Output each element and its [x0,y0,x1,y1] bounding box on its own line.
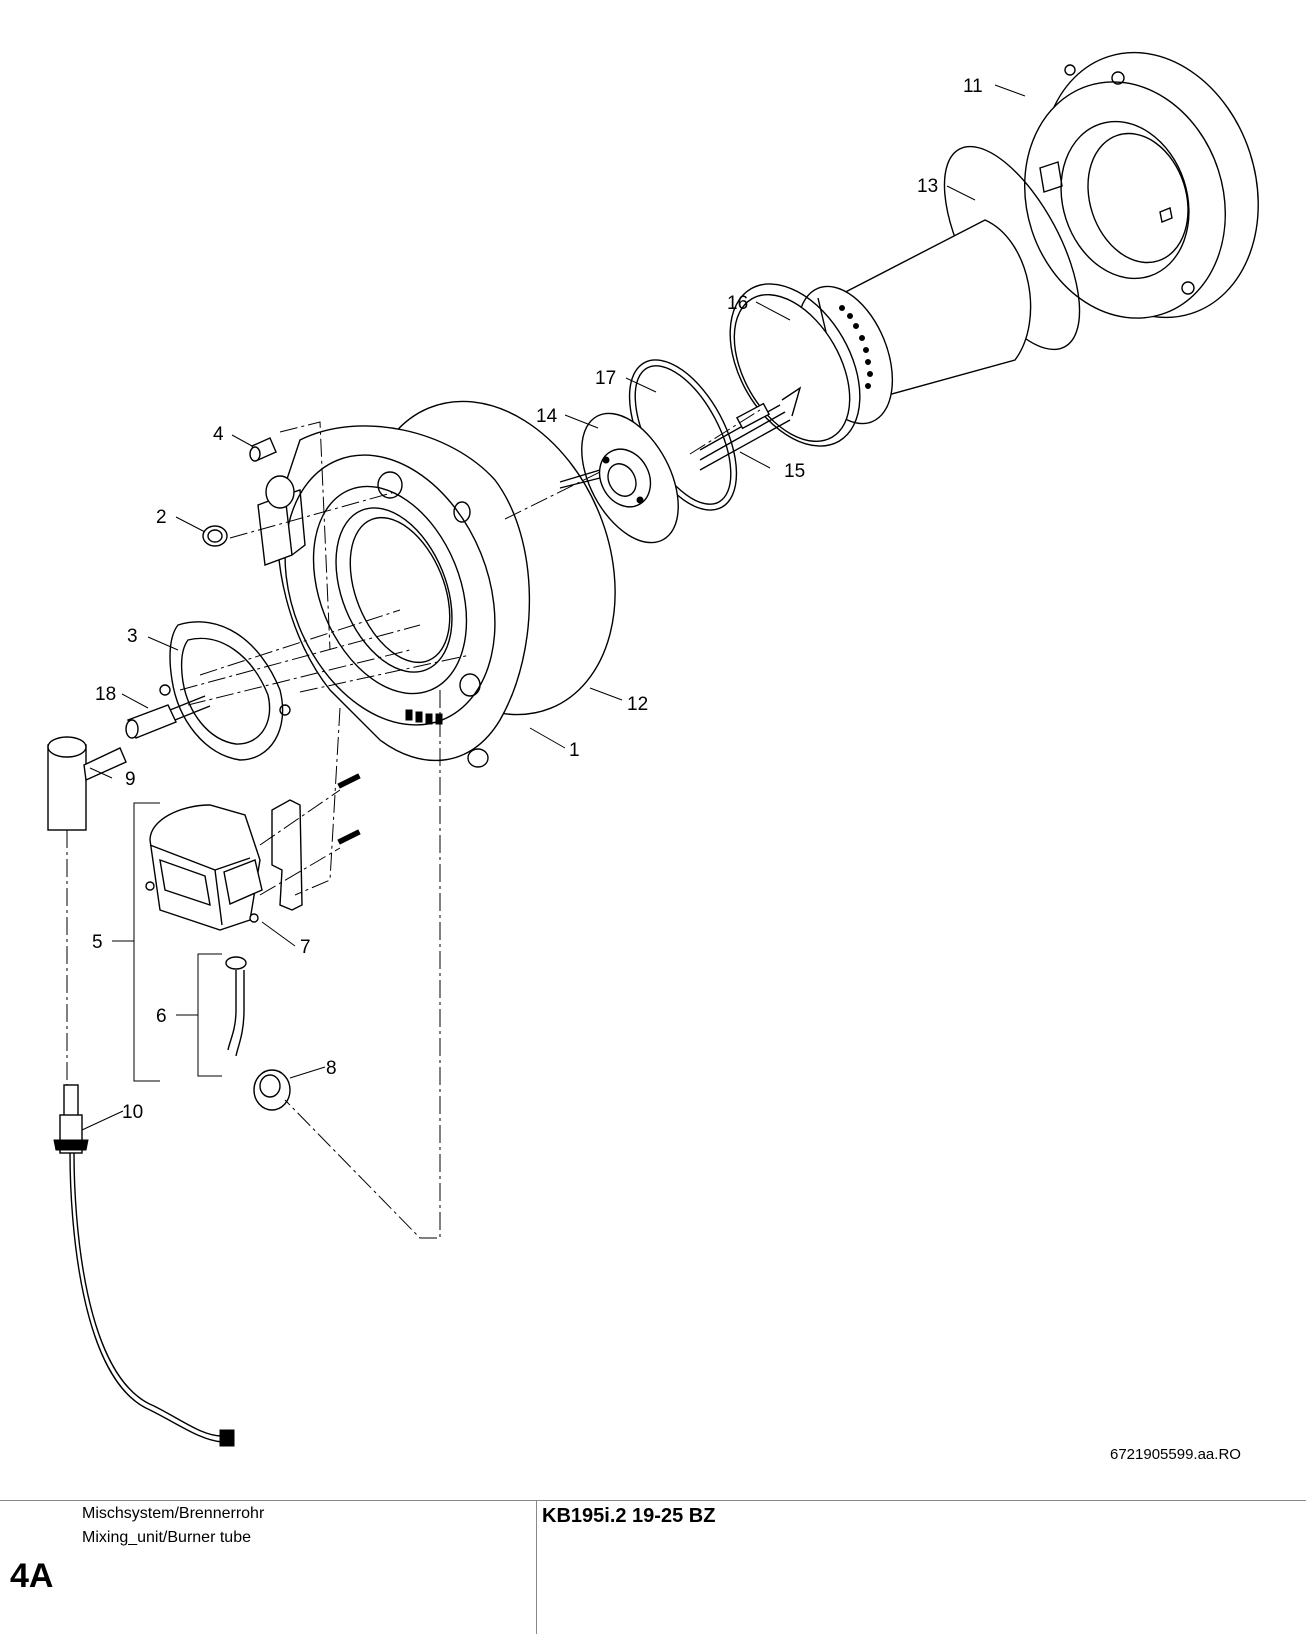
callout-4: 4 [213,424,224,445]
section-title-de: Mischsystem/Brennerrohr [82,1505,265,1522]
callout-16: 16 [727,293,748,314]
part-1-door-plate [257,425,531,768]
drawing-code: 6721905599.aa.RO [1110,1446,1241,1463]
part-14-mixing-disc [559,412,679,544]
callout-3: 3 [127,626,138,647]
part-11-flange [1023,51,1259,319]
screws [249,773,361,923]
part-8-nut [253,1069,291,1111]
part-18-sensor [125,695,211,739]
part-5-transformer [145,804,263,931]
footer: Mischsystem/Brennerrohr Mixing_unit/Burn… [0,1500,1306,1634]
callout-8: 8 [326,1058,337,1079]
section-number: 4A [10,1557,54,1595]
callout-7: 7 [300,937,311,958]
callout-10: 10 [122,1102,143,1123]
callout-12: 12 [627,694,648,715]
callout-2: 2 [156,507,167,528]
callout-14: 14 [536,406,558,427]
model-name: KB195i.2 19-25 BZ [542,1505,716,1527]
assembly-lines [66,409,761,1239]
callout-9: 9 [125,769,136,790]
callout-11: 11 [963,76,983,97]
footer-divider [536,1501,537,1634]
part-15-electrode [699,386,802,471]
callout-numbers: 1 2 3 4 5 6 7 8 9 10 11 12 13 14 15 16 1… [92,76,983,1123]
mounting-bracket [271,799,303,911]
part-6-cable [225,956,247,1057]
part-2-plug [202,525,228,547]
part-10-sensor-cable [53,1084,235,1447]
leader-lines [81,84,1026,1131]
callout-13: 13 [917,176,938,197]
exploded-parts-diagram: 1 2 3 4 5 6 7 8 9 10 11 12 13 14 15 16 1… [47,51,1259,1447]
part-16-burner-tube [729,219,1032,447]
callout-15: 15 [784,461,805,482]
callout-17: 17 [595,368,616,389]
callout-5: 5 [92,932,103,953]
callout-18: 18 [95,684,116,705]
section-title-en: Mixing_unit/Burner tube [82,1529,251,1546]
part-3-gasket [159,621,291,761]
part-4-nipple [249,437,277,462]
part-9-fitting [47,736,127,831]
callout-6: 6 [156,1006,167,1027]
callout-1: 1 [569,740,580,761]
